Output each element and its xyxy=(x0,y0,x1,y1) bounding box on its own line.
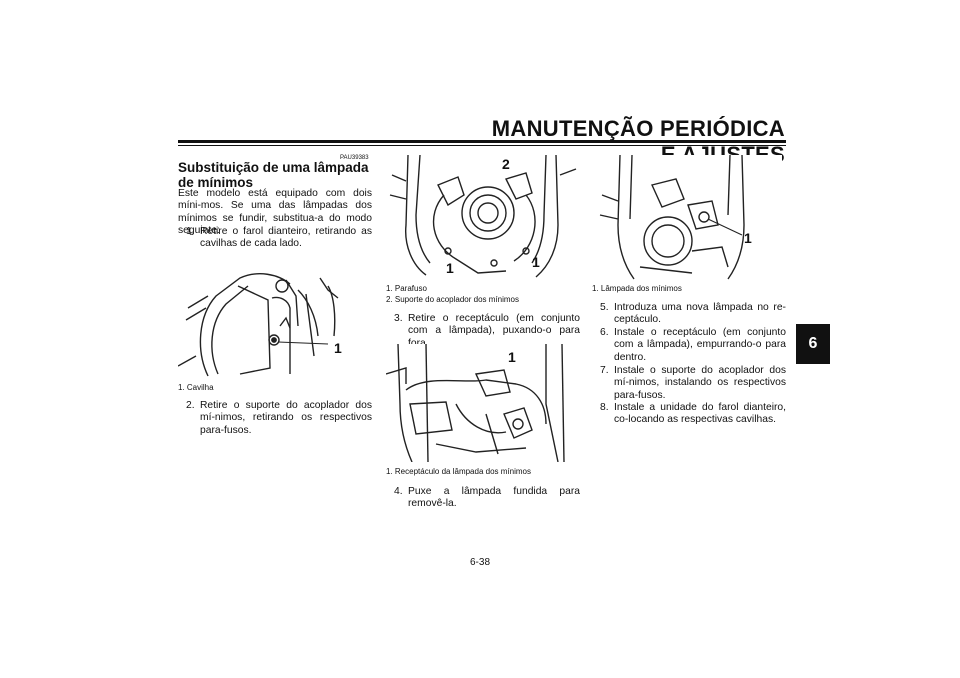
page-header-title: MANUTENÇÃO PERIÓDICA E AJUSTES xyxy=(491,116,785,167)
page-number: 6-38 xyxy=(469,557,490,568)
section-code: PAU39383 xyxy=(340,155,369,161)
header-rule-thin xyxy=(178,145,786,146)
step-number: 3. xyxy=(394,313,403,324)
figure-position-bulb: 1 xyxy=(592,155,782,281)
step-8: 8. Instale a unidade do farol dianteiro,… xyxy=(600,402,786,428)
step-number: 2. xyxy=(186,400,195,411)
step-text: Instale o receptáculo (em conjunto com a… xyxy=(614,327,786,363)
figure-4-caption: 1. Lâmpada dos mínimos xyxy=(592,284,682,293)
coupler-bracket-illustration: 2 1 1 xyxy=(389,155,577,278)
step-3: 3. Retire o receptáculo (em conjunto com… xyxy=(394,313,580,349)
step-2: 2. Retire o suporte do acoplador dos mí-… xyxy=(186,400,372,438)
figure-2-callout-1b: 1 xyxy=(532,254,540,270)
figure-1-callout: 1 xyxy=(334,340,342,356)
header-rule xyxy=(178,140,786,143)
chapter-tab: 6 xyxy=(796,324,830,364)
step-number: 7. xyxy=(600,365,609,376)
figure-3-caption: 1. Receptáculo da lâmpada dos mínimos xyxy=(386,467,531,476)
figure-1-caption: 1. Cavilha xyxy=(178,383,214,392)
figure-2-caption-2: 2. Suporte do acoplador dos mínimos xyxy=(386,295,519,304)
step-text: Retire o farol dianteiro, retirando as c… xyxy=(200,226,372,250)
section-heading: Substituição de uma lâmpada de mínimos xyxy=(178,160,369,190)
step-number: 4. xyxy=(394,486,403,497)
figure-headlight-bolt: 1 xyxy=(178,256,356,380)
figure-coupler-bracket: 2 1 1 xyxy=(386,155,578,281)
intro-paragraph: Este modelo está equipado com dois míni-… xyxy=(178,188,372,236)
bulb-socket-illustration: 1 xyxy=(386,344,565,462)
step-7: 7. Instale o suporte do acoplador dos mí… xyxy=(600,365,786,403)
figure-2-caption-1: 1. Parafuso xyxy=(386,284,427,293)
step-text: Retire o suporte do acoplador dos mí-nim… xyxy=(200,400,372,436)
figure-2-callout-1a: 1 xyxy=(446,260,454,276)
step-text: Instale o suporte do acoplador dos mí-ni… xyxy=(614,365,786,401)
position-bulb-illustration: 1 xyxy=(599,155,752,280)
figure-2-callout-2: 2 xyxy=(502,156,510,172)
step-text: Instale a unidade do farol dianteiro, co… xyxy=(614,402,786,426)
step-1: 1. Retire o farol dianteiro, retirando a… xyxy=(186,226,372,252)
step-5: 5. Introduza uma nova lâmpada no re-cept… xyxy=(600,302,786,328)
step-number: 8. xyxy=(600,402,609,413)
step-text: Retire o receptáculo (em conjunto com a … xyxy=(408,313,580,349)
figure-4-callout: 1 xyxy=(744,230,752,246)
step-number: 1. xyxy=(186,226,195,237)
step-text: Puxe a lâmpada fundida para removê-la. xyxy=(408,486,580,510)
step-4: 4. Puxe a lâmpada fundida para removê-la… xyxy=(394,486,580,512)
figure-bulb-socket: 1 xyxy=(386,344,578,462)
headlight-illustration: 1 xyxy=(178,273,342,377)
step-text: Introduza uma nova lâmpada no re-ceptácu… xyxy=(614,302,786,326)
step-6: 6. Instale o receptáculo (em conjunto co… xyxy=(600,327,786,365)
figure-3-callout: 1 xyxy=(508,349,516,365)
step-number: 5. xyxy=(600,302,609,313)
step-number: 6. xyxy=(600,327,609,338)
